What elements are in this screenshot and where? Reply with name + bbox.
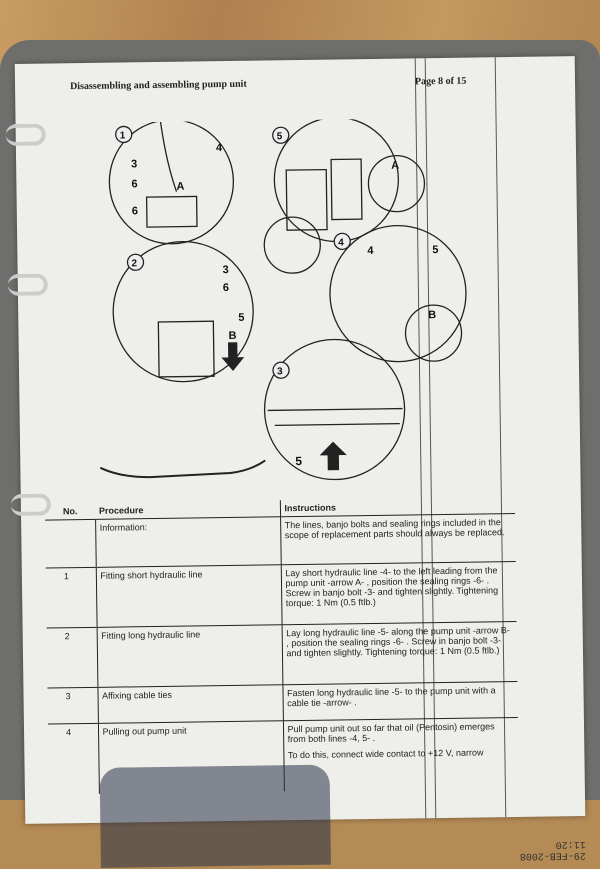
svg-text:4: 4 [367,245,374,257]
table-row: 1 Fitting short hydraulic line Lay short… [45,561,517,629]
svg-text:6: 6 [223,282,229,294]
svg-text:5: 5 [238,312,244,324]
svg-text:3: 3 [223,264,229,276]
row-procedure: Information: [95,516,281,568]
row-instructions: Lay short hydraulic line -4- to the left… [280,561,517,625]
svg-text:4: 4 [216,142,223,154]
svg-text:3: 3 [131,158,137,170]
detail-circle-1: 1 3 4 6 A 6 [108,119,235,245]
svg-text:5: 5 [277,131,283,142]
svg-text:A: A [391,160,399,172]
row-procedure: Affixing cable ties [97,684,283,724]
detail-circle-4: 4 4 5 B [329,224,467,363]
svg-text:B: B [428,309,436,321]
detail-circle-3: 3 5 [263,338,406,481]
table-row: 2 Fitting long hydraulic line Lay long h… [46,621,518,689]
row-procedure: Fitting long hydraulic line [96,624,283,688]
row-procedure: Fitting short hydraulic line [95,564,282,628]
detail-circle-5: 5 A [263,117,426,274]
fax-timestamp: 29-FEB-2008 11:20 [519,838,586,861]
svg-text:B: B [228,330,236,342]
binder-ring [7,273,48,297]
row-no: 4 [65,727,72,738]
svg-text:4: 4 [338,237,344,248]
row-no: 3 [47,687,98,725]
row-instructions: Pull pump unit out so far that oil (Pent… [287,721,495,745]
pump-diagram: 1 3 4 6 A 6 5 A 2 3 6 5 B 4 4 [99,117,467,481]
row-no: 2 [46,627,98,689]
row-instructions-continued: To do this, connect wide contact to +12 … [287,747,484,761]
hand-shadow [99,764,331,868]
page-title: Disassembling and assembling pump unit [69,78,247,93]
row-no: 1 [45,567,97,629]
binder-ring [5,123,46,147]
svg-text:6: 6 [132,205,138,217]
detail-circle-2: 2 3 6 5 B [112,240,254,383]
table-row: Information: The lines, banjo bolts and … [45,513,516,569]
row-instructions: The lines, banjo bolts and sealing rings… [280,513,516,565]
page-number: Page 8 of 15 [414,75,467,88]
row-instructions: Lay long hydraulic line -5- along the pu… [281,621,518,685]
svg-text:5: 5 [295,454,302,468]
document-page: Disassembling and assembling pump unit P… [5,56,586,868]
procedure-table: No. Procedure Instructions Information: … [44,497,519,794]
svg-text:A: A [176,181,184,193]
svg-text:1: 1 [120,130,126,141]
svg-text:2: 2 [131,258,137,269]
svg-text:3: 3 [277,366,283,377]
svg-text:5: 5 [432,244,438,256]
header-no: No. [44,502,96,521]
row-instructions: Fasten long hydraulic line -5- to the pu… [282,681,518,721]
svg-text:6: 6 [131,178,137,190]
row-no [45,519,96,569]
